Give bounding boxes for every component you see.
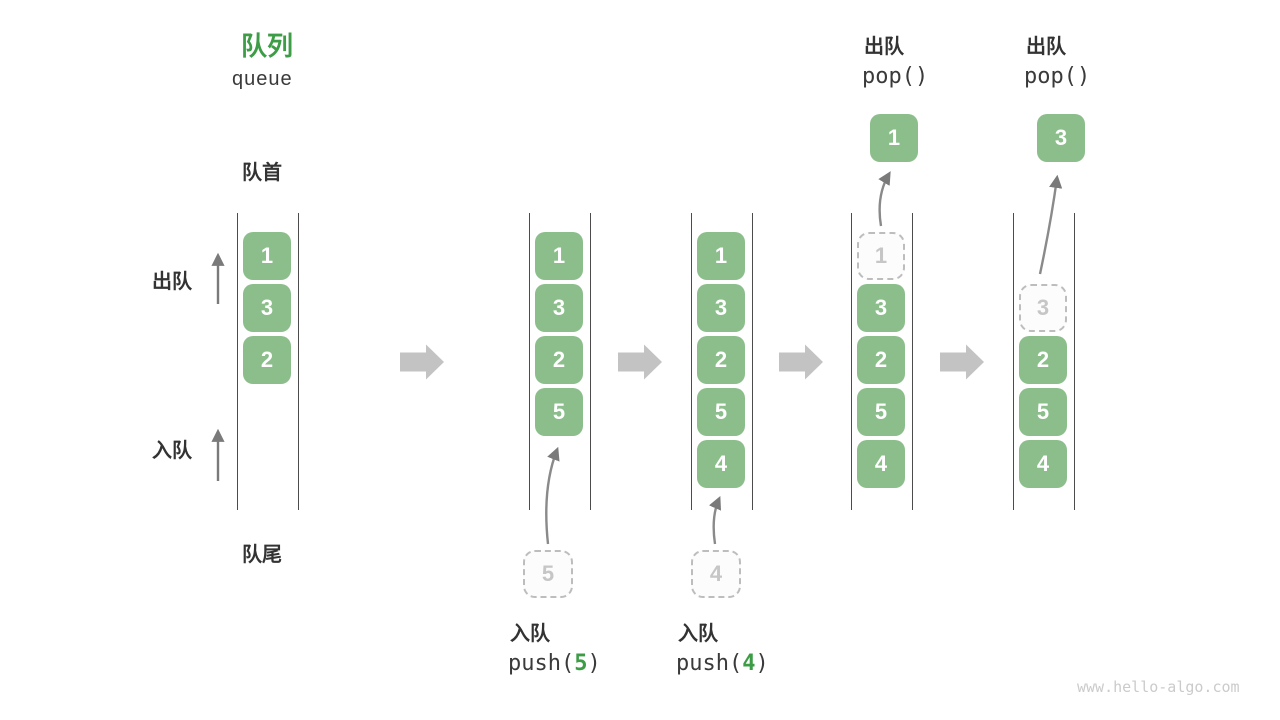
op-label-enqueue: 入队 [510, 623, 550, 645]
queue-item: 3 [697, 284, 745, 332]
queue-item: 2 [857, 336, 905, 384]
popped-item: 1 [870, 114, 918, 162]
queue-item: 3 [243, 284, 291, 332]
queue-state-5: 3 2 5 4 [1013, 213, 1075, 510]
transition-arrow-icon [618, 344, 662, 380]
code-close: ) [755, 651, 769, 676]
code-close: ) [587, 651, 601, 676]
label-queue-rear: 队尾 [242, 544, 282, 566]
op-label-enqueue: 入队 [678, 623, 718, 645]
transition-arrow-icon [940, 344, 984, 380]
code-fn: push( [676, 651, 743, 676]
code-fn: push( [508, 651, 575, 676]
dequeued-slot: 3 [1019, 284, 1067, 332]
queue-item: 2 [535, 336, 583, 384]
queue-item: 5 [857, 388, 905, 436]
label-queue-front: 队首 [242, 162, 282, 184]
queue-state-1: 1 3 2 [237, 213, 299, 510]
diagram-title-cn: 队列 [241, 31, 294, 61]
popped-item: 3 [1037, 114, 1085, 162]
pending-enqueue-item: 4 [691, 550, 741, 598]
queue-item: 3 [535, 284, 583, 332]
queue-item: 3 [857, 284, 905, 332]
label-dequeue-side: 出队 [152, 271, 192, 293]
pending-enqueue-item: 5 [523, 550, 573, 598]
dequeued-slot: 1 [857, 232, 905, 280]
op-code-push: push(5) [508, 651, 601, 676]
queue-item: 5 [535, 388, 583, 436]
queue-state-4: 1 3 2 5 4 [851, 213, 913, 510]
diagram-title-en: queue [232, 68, 293, 90]
queue-item: 4 [857, 440, 905, 488]
queue-item: 1 [243, 232, 291, 280]
queue-item: 1 [697, 232, 745, 280]
op-label-dequeue: 出队 [864, 36, 904, 58]
queue-item: 5 [697, 388, 745, 436]
op-code-push: push(4) [676, 651, 769, 676]
code-arg: 5 [574, 651, 588, 676]
label-enqueue-side: 入队 [152, 440, 192, 462]
watermark: www.hello-algo.com [1077, 678, 1240, 696]
op-label-dequeue: 出队 [1026, 36, 1066, 58]
queue-state-2: 1 3 2 5 [529, 213, 591, 510]
transition-arrow-icon [400, 344, 444, 380]
queue-item: 4 [697, 440, 745, 488]
op-code-pop: pop() [1024, 64, 1091, 89]
code-arg: 4 [742, 651, 756, 676]
queue-item: 4 [1019, 440, 1067, 488]
transition-arrow-icon [779, 344, 823, 380]
queue-item: 2 [1019, 336, 1067, 384]
queue-item: 2 [697, 336, 745, 384]
queue-item: 2 [243, 336, 291, 384]
queue-item: 1 [535, 232, 583, 280]
op-code-pop: pop() [862, 64, 929, 89]
queue-state-3: 1 3 2 5 4 [691, 213, 753, 510]
queue-item: 5 [1019, 388, 1067, 436]
